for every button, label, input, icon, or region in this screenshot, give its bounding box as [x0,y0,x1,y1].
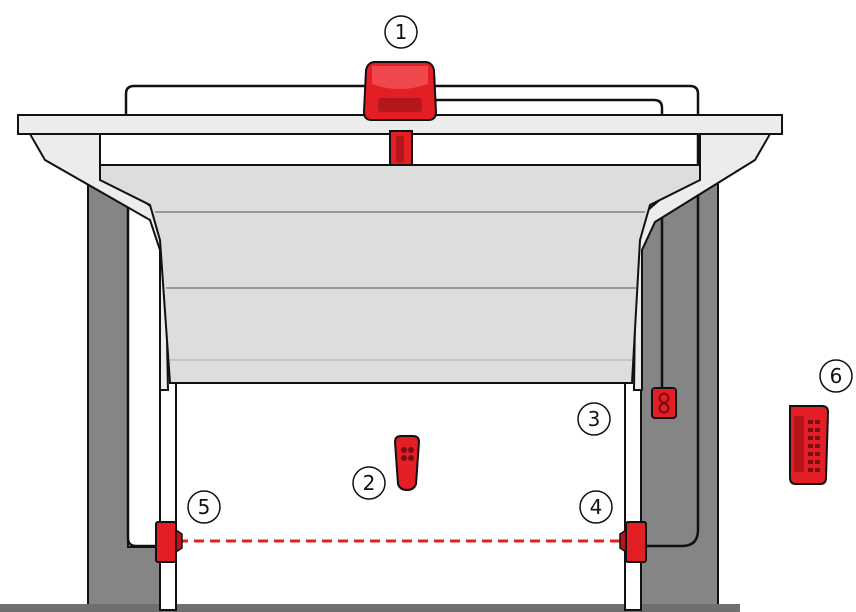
callout-6-label: 6 [830,364,843,388]
door-panel [99,164,701,384]
callout-4: 4 [579,490,613,524]
callout-2-label: 2 [363,471,376,495]
callout-5-label: 5 [198,495,211,519]
floor [0,604,740,612]
callout-1: 1 [384,15,418,49]
callout-6: 6 [819,359,853,393]
garage-door-opener-motor [362,61,438,166]
handheld-remote-control [393,435,421,492]
wireless-keypad [789,405,830,485]
callout-4-label: 4 [590,495,603,519]
callout-1-label: 1 [395,20,408,44]
callout-5: 5 [187,490,221,524]
callout-2: 2 [352,466,386,500]
photocell-sensor-left [155,521,183,563]
wiring [124,84,700,548]
photocell-sensor-right [619,521,647,563]
door-track-frame [17,114,783,391]
wall-switch-button [651,387,677,419]
callout-3-label: 3 [588,407,601,431]
callout-3: 3 [577,402,611,436]
